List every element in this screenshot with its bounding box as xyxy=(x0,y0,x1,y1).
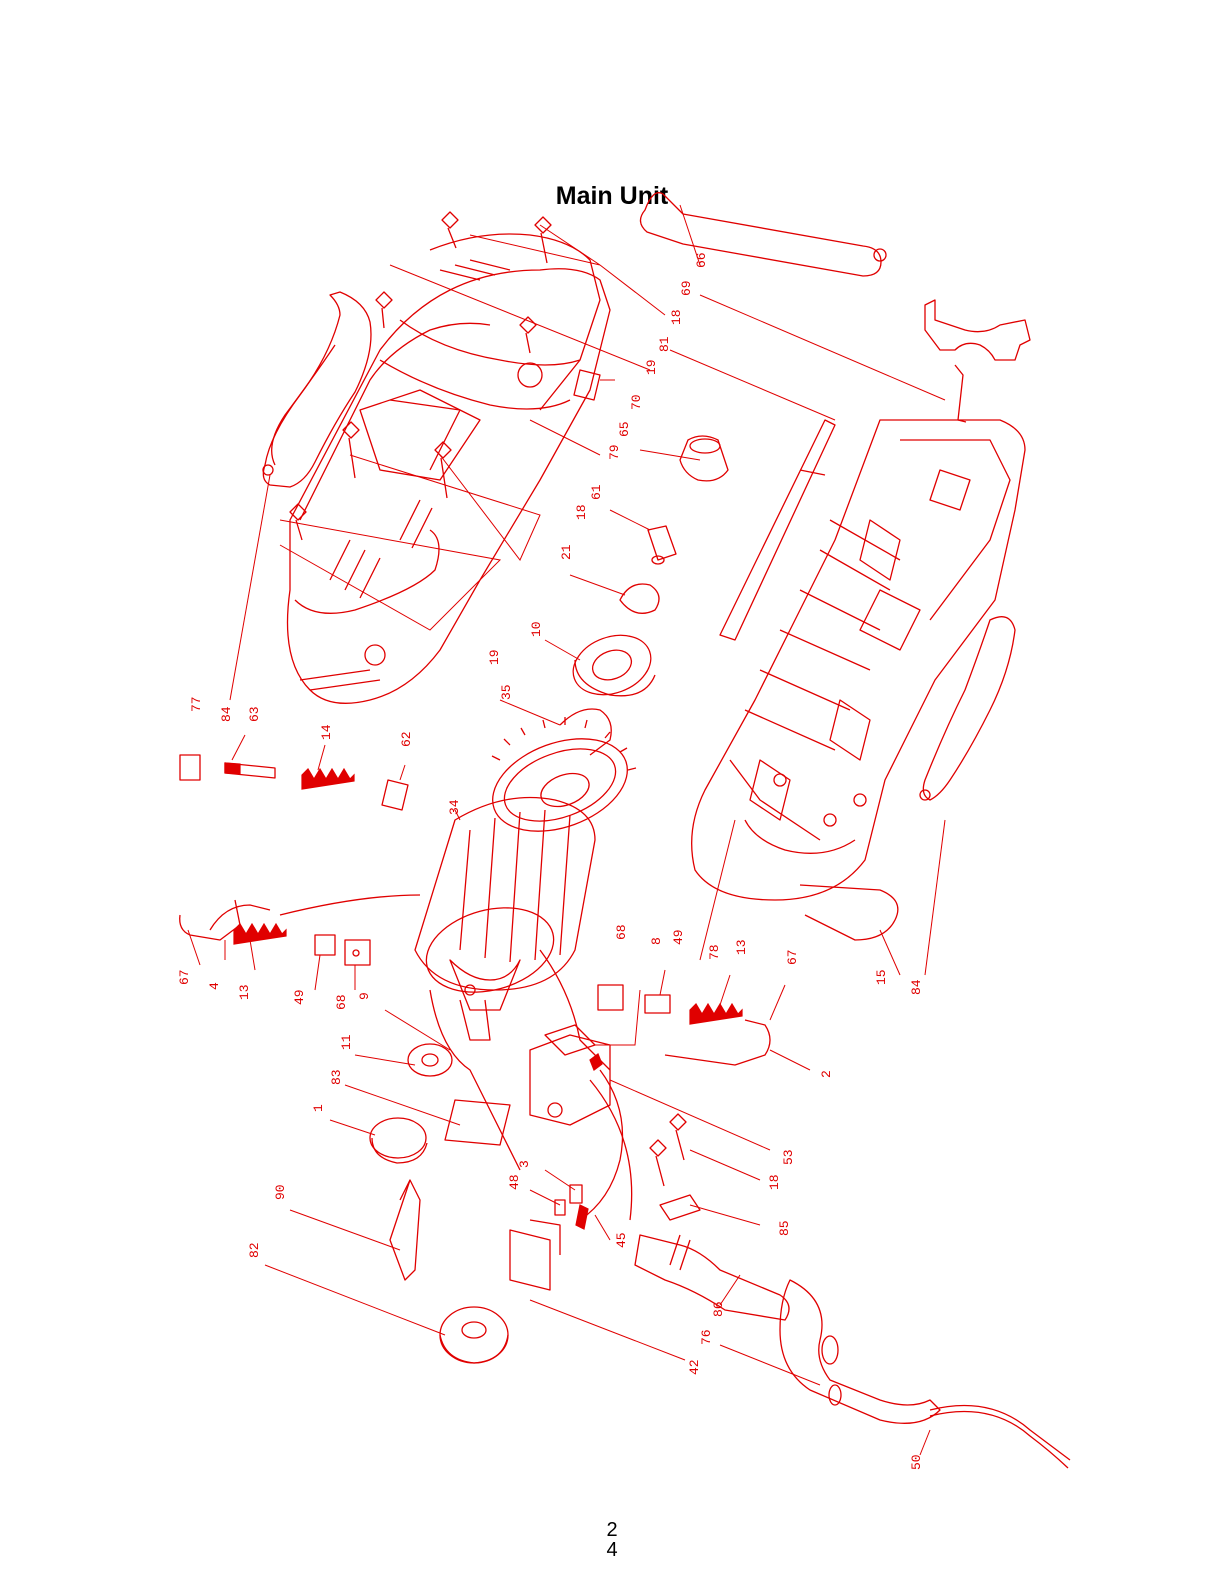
part-label: 67 xyxy=(177,969,192,985)
part-label: 21 xyxy=(559,544,574,560)
part-label: 42 xyxy=(687,1359,702,1375)
page-number-line-2: 4 xyxy=(0,1540,1224,1560)
spring-left-part xyxy=(234,924,286,944)
side-cover-left-part xyxy=(263,292,371,487)
carbon-brush-left-part xyxy=(315,935,370,965)
part-label: 63 xyxy=(247,706,262,722)
part-label: 18 xyxy=(669,309,684,325)
pin-part xyxy=(225,763,275,778)
part-label: 14 xyxy=(319,724,334,740)
part-label: 34 xyxy=(447,799,462,815)
page-number: 2 4 xyxy=(0,1520,1224,1560)
part-label: 8 xyxy=(649,937,664,945)
brush-cap-part xyxy=(180,755,200,780)
part-label: 83 xyxy=(329,1069,344,1085)
part-label: 77 xyxy=(189,696,204,712)
lock-plate-part xyxy=(382,780,408,810)
part-label: 61 xyxy=(589,484,604,500)
part-label: 48 xyxy=(507,1174,522,1190)
part-label: 69 xyxy=(679,280,694,296)
switch-part xyxy=(530,1025,610,1125)
part-label: 1 xyxy=(311,1104,326,1112)
part-label: 84 xyxy=(909,979,924,995)
part-label: 50 xyxy=(909,1454,924,1470)
lock-knob-part xyxy=(440,1307,508,1363)
part-label: 68 xyxy=(614,924,629,940)
part-label: 11 xyxy=(339,1034,354,1050)
insulation-plate-part xyxy=(445,1100,510,1145)
motor-housing-part xyxy=(288,234,611,703)
part-label: 18 xyxy=(767,1174,782,1190)
power-cord-part xyxy=(930,1406,1070,1469)
cord-clamp-screw-part xyxy=(650,1114,700,1220)
part-label: 13 xyxy=(237,984,252,1000)
part-label: 67 xyxy=(785,949,800,965)
part-label: 76 xyxy=(699,1329,714,1345)
bearing-bracket-part xyxy=(925,300,1030,422)
part-label: 68 xyxy=(334,994,349,1010)
wire-clip-part xyxy=(800,885,898,940)
gear-housing-right-part xyxy=(692,420,1025,900)
end-cap-part xyxy=(370,1118,427,1163)
flat-plate-part xyxy=(720,420,835,640)
part-label: 49 xyxy=(292,989,307,1005)
part-label: 81 xyxy=(657,336,672,352)
part-label: 66 xyxy=(694,252,709,268)
spring-part xyxy=(302,769,354,789)
part-label: 13 xyxy=(734,939,749,955)
side-handle-part xyxy=(780,1280,940,1423)
page-number-line-1: 2 xyxy=(0,1520,1224,1540)
part-label: 19 xyxy=(644,359,659,375)
part-label: 19 xyxy=(487,649,502,665)
motor-wires xyxy=(280,895,632,1220)
part-label: 4 xyxy=(207,982,222,990)
part-label: 65 xyxy=(617,421,632,437)
part-label: 62 xyxy=(399,731,414,747)
part-label: 79 xyxy=(607,444,622,460)
armature-part xyxy=(415,798,595,1041)
guard-plate-part xyxy=(390,1180,420,1280)
brush-holder-right xyxy=(598,985,670,1013)
part-label: 70 xyxy=(629,394,644,410)
part-label: 49 xyxy=(671,929,686,945)
part-label: 86 xyxy=(711,1301,726,1317)
part-label: 15 xyxy=(874,969,889,985)
brush-lead-right xyxy=(665,1020,770,1065)
micro-switch-part xyxy=(510,1220,560,1290)
part-label: 84 xyxy=(219,706,234,722)
sleeve-part xyxy=(680,436,728,481)
part-label: 45 xyxy=(614,1232,629,1248)
wrench-part xyxy=(640,193,886,276)
part-label: 18 xyxy=(574,504,589,520)
part-label: 3 xyxy=(517,1160,532,1168)
part-label: 35 xyxy=(499,684,514,700)
small-bearing-part xyxy=(408,1044,452,1076)
capacitor-part xyxy=(555,1185,588,1229)
bearing-part xyxy=(565,625,659,705)
housing-screws xyxy=(290,212,551,540)
bearing-sleeve-part xyxy=(648,526,676,564)
part-label: 2 xyxy=(819,1070,834,1078)
part-label: 85 xyxy=(777,1220,792,1236)
part-label: 78 xyxy=(707,944,722,960)
circlip-part xyxy=(620,584,659,613)
spring-right-part xyxy=(690,1004,742,1024)
part-label: 82 xyxy=(247,1242,262,1258)
part-label: 90 xyxy=(273,1184,288,1200)
part-label: 53 xyxy=(781,1149,796,1165)
gear-part xyxy=(480,709,640,848)
side-cover-right-part xyxy=(920,617,1015,800)
part-label: 9 xyxy=(357,992,372,1000)
part-label: 10 xyxy=(529,621,544,637)
